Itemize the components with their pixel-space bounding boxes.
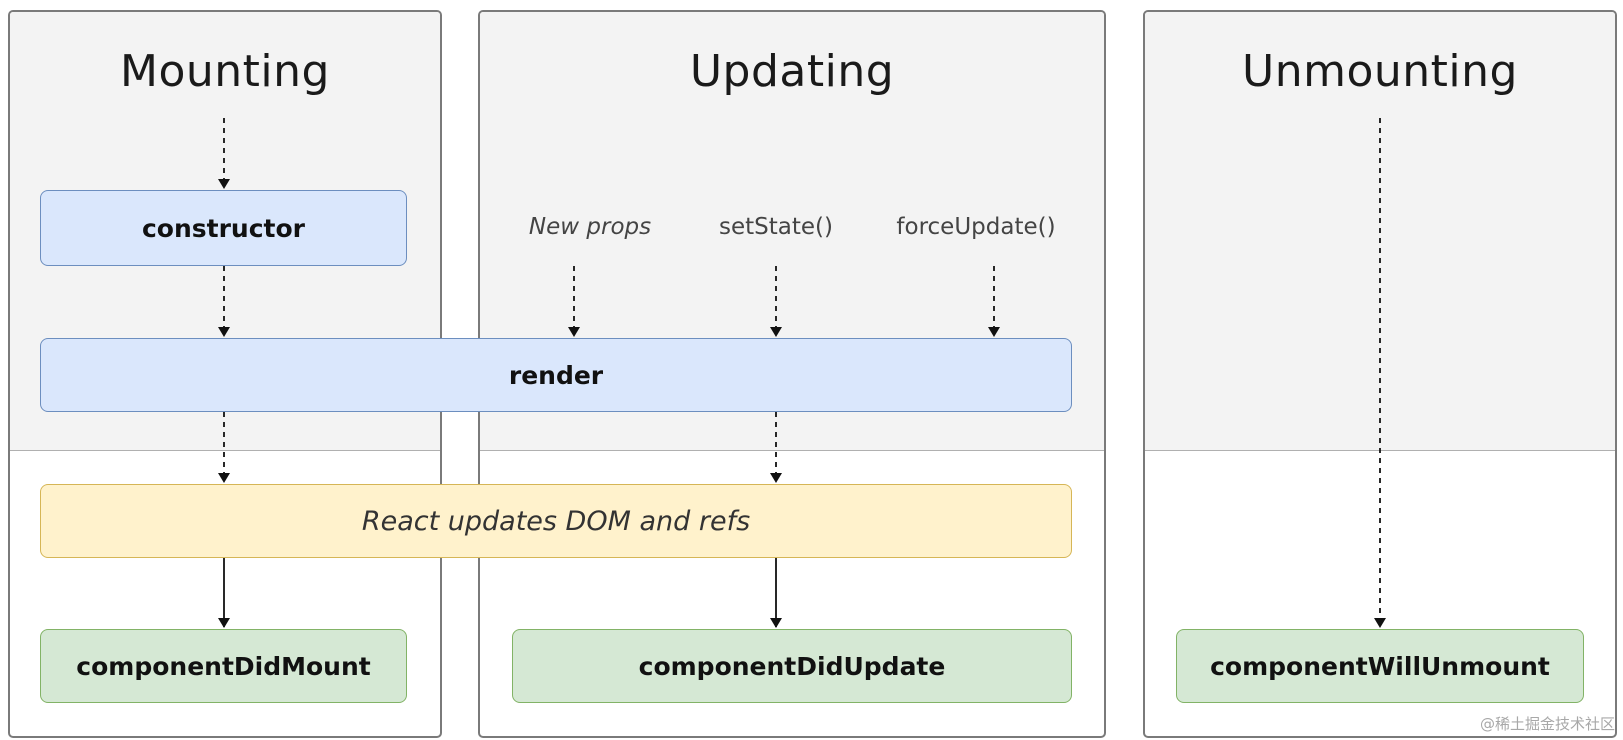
force-update-trigger: forceUpdate() [896,214,1056,240]
constructor-box: constructor [40,190,407,266]
updating-title: Updating [689,46,895,97]
component-did-update-box: componentDidUpdate [512,629,1072,703]
component-did-mount-box: componentDidMount [40,629,407,703]
set-state-trigger: setState() [719,214,833,240]
component-will-unmount-box: componentWillUnmount [1176,629,1584,703]
watermark-text: @稀土掘金技术社区 [1479,715,1615,733]
dom-update-box: React updates DOM and refs [40,484,1072,558]
render-box: render [40,338,1072,412]
unmounting-title: Unmounting [1242,46,1518,97]
new-props-trigger: New props [528,214,652,240]
unmounting-panel: Unmounting [1143,10,1617,738]
mounting-title: Mounting [120,46,330,97]
